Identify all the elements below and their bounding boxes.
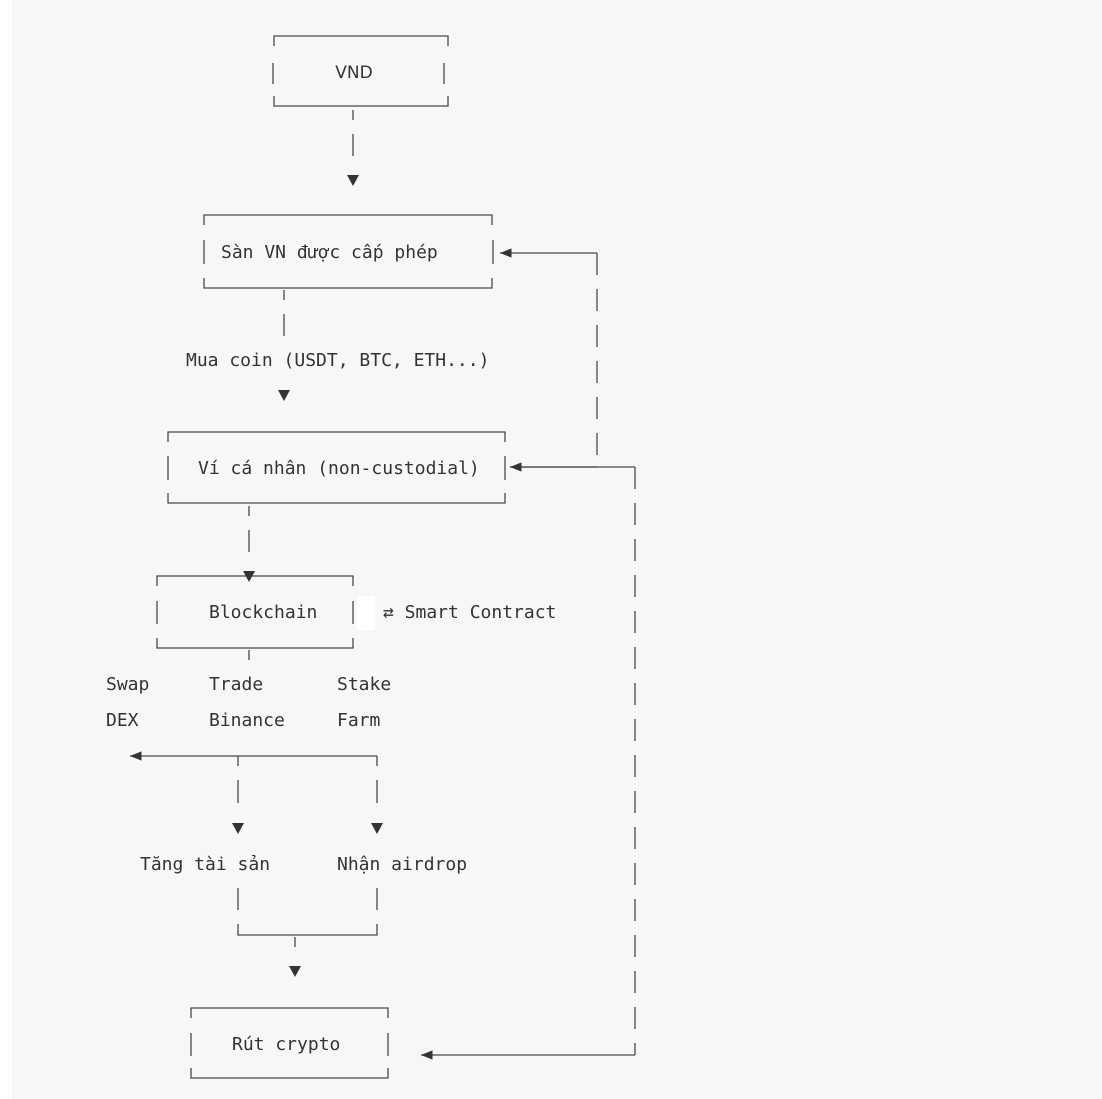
actions-group: Swap DEX Trade Binance Stake Farm <box>106 674 391 731</box>
action-trade: Trade <box>209 674 263 695</box>
withdraw-box: Rút crypto <box>190 1007 389 1079</box>
arrow-down-icon <box>278 390 290 401</box>
loop-wallet-to-exchange <box>500 248 598 468</box>
action-binance: Binance <box>209 710 285 731</box>
connector-exchange-wallet: Mua coin (USDT, BTC, ETH...) <box>186 290 489 401</box>
loop-withdraw-to-wallet <box>421 462 636 1060</box>
wallet-label: Ví cá nhân (non-custodial) <box>198 458 480 479</box>
action-stake: Stake <box>337 674 391 695</box>
result-airdrop: Nhận airdrop <box>337 854 467 875</box>
wallet-box: Ví cá nhân (non-custodial) <box>167 431 506 504</box>
arrow-down-icon <box>289 966 301 977</box>
blockchain-box: Blockchain <box>156 571 354 649</box>
arrow-down-icon <box>243 571 255 582</box>
exchange-label: Sàn VN được cấp phép <box>221 242 438 263</box>
withdraw-label: Rút crypto <box>232 1034 340 1055</box>
result-grow-assets: Tăng tài sản <box>140 854 270 875</box>
arrow-down-icon <box>232 823 244 834</box>
vnd-box: VND <box>272 35 449 107</box>
vnd-label: VND <box>335 63 372 83</box>
action-dex: DEX <box>106 710 139 731</box>
connector-vnd-exchange <box>347 110 359 186</box>
exchange-box: Sàn VN được cấp phép <box>203 214 494 289</box>
smart-contract-label: ⇄ Smart Contract <box>383 602 556 623</box>
arrow-down-icon <box>347 175 359 186</box>
action-farm: Farm <box>337 710 380 731</box>
action-swap: Swap <box>106 674 149 695</box>
diagram-panel <box>12 0 1102 1099</box>
blockchain-label: Blockchain <box>209 602 317 623</box>
split-connector <box>130 751 383 834</box>
buy-coin-label: Mua coin (USDT, BTC, ETH...) <box>186 350 489 371</box>
merge-connector <box>237 888 378 977</box>
arrow-down-icon <box>371 823 383 834</box>
smart-contract-gap <box>357 596 375 630</box>
